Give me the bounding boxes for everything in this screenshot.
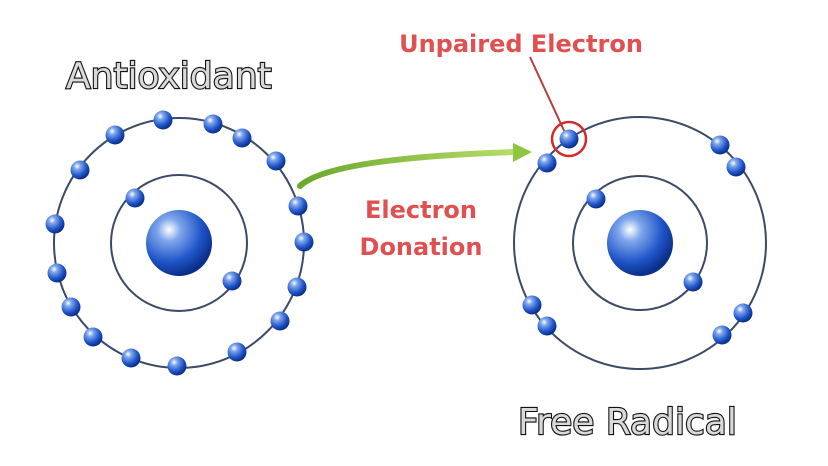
unpaired-electron-label: Unpaired Electron (399, 30, 643, 58)
antioxidant-electron (83, 327, 103, 347)
free-radical-electron (733, 303, 753, 323)
free-radical-inner-orbit (572, 175, 708, 311)
antioxidant-electron (47, 263, 67, 283)
antioxidant-electron (105, 125, 125, 145)
free-radical-electron (537, 153, 557, 173)
antioxidant-inner-orbit (110, 174, 248, 312)
antioxidant-electron (232, 128, 252, 148)
electron-donation-label-line2: Donation (360, 233, 483, 261)
antioxidant-electron (125, 188, 145, 208)
antioxidant-electron (153, 110, 173, 130)
free-radical-electron (710, 135, 730, 155)
antioxidant-electron (294, 232, 314, 252)
antioxidant-electron (288, 196, 308, 216)
free-radical-electron (683, 272, 703, 292)
donation-arrow (297, 143, 532, 189)
antioxidant-electron (121, 348, 141, 368)
free-radical-electron (586, 189, 606, 209)
unpaired-electron-highlight-ring (550, 120, 588, 158)
antioxidant-electron (167, 356, 187, 376)
free-radical-label: Free Radical (518, 402, 737, 443)
free-radical-electron (726, 157, 746, 177)
free-radical-electron (522, 295, 542, 315)
antioxidant-electron (227, 342, 247, 362)
free-radical-electron (712, 325, 732, 345)
antioxidant-electron (70, 160, 90, 180)
free-radical-nucleus (607, 210, 673, 276)
antioxidant-electron (61, 297, 81, 317)
antioxidant-electron (203, 114, 223, 134)
free-radical-electron (559, 129, 579, 149)
antioxidant-electron (45, 214, 65, 234)
free-radical-electron (537, 316, 557, 336)
antioxidant-label: Antioxidant (66, 56, 272, 97)
antioxidant-nucleus (146, 210, 212, 276)
antioxidant-electron (266, 151, 286, 171)
antioxidant-electron (222, 271, 242, 291)
antioxidant-electron (287, 277, 307, 297)
antioxidant-electron (270, 311, 290, 331)
free-radical-outer-orbit (513, 116, 767, 370)
electron-donation-label-line1: Electron (365, 196, 477, 224)
